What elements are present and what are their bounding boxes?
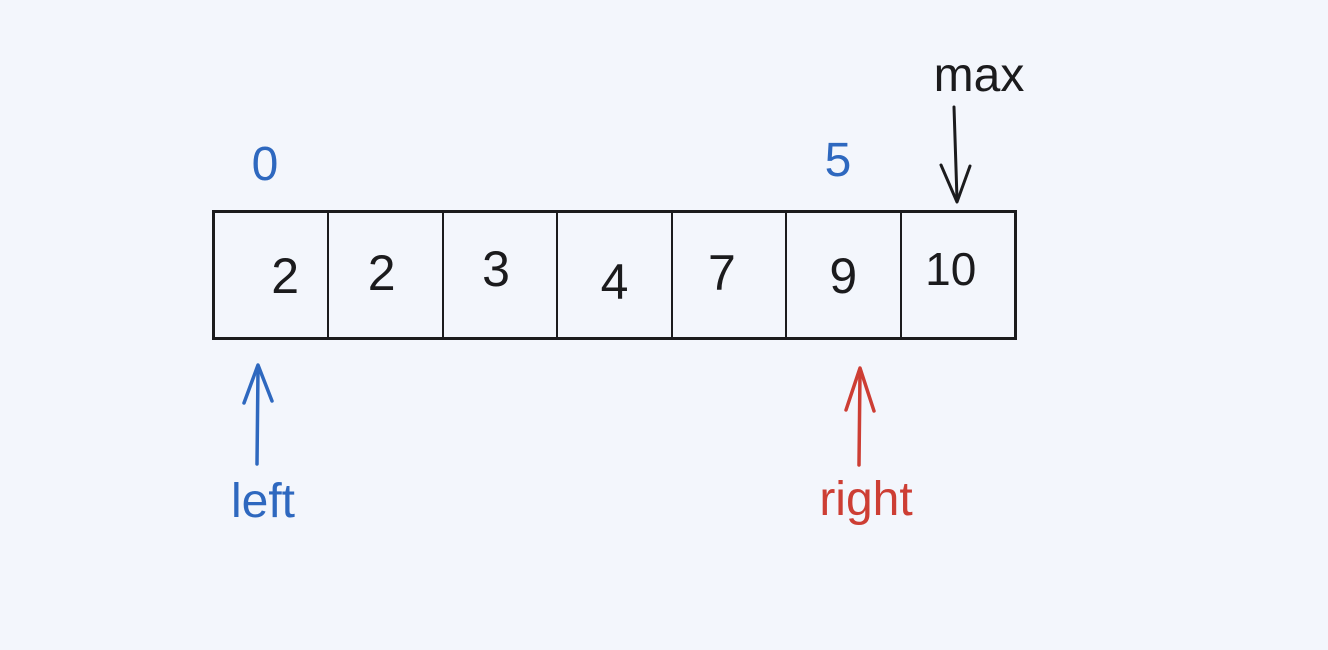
right-pointer-arrow-up-icon	[844, 366, 876, 467]
right-index-label: 5	[824, 134, 852, 187]
array-box: 2 2 3 4 7 9 10	[212, 210, 1017, 340]
array-cell-0: 2	[215, 213, 330, 337]
array-cell-value: 3	[482, 241, 510, 297]
left-pointer-label: left	[230, 475, 296, 528]
array-cell-value: 2	[271, 248, 300, 304]
array-cell-5: 9	[787, 213, 902, 337]
max-label: max	[933, 49, 1025, 102]
array-cell-value: 9	[829, 248, 858, 304]
array-cell-value: 4	[600, 254, 629, 310]
array-cell-4: 7	[673, 213, 788, 337]
array-cell-2: 3	[444, 213, 559, 337]
array-cell-value: 2	[367, 245, 396, 301]
array-cell-value: 7	[707, 245, 736, 301]
array-cell-3: 4	[558, 213, 673, 337]
max-arrow-down-icon	[939, 105, 972, 204]
array-cell-1: 2	[329, 213, 444, 337]
left-index-label: 0	[251, 138, 279, 191]
array-cell-value: 10	[925, 243, 977, 295]
right-pointer-label: right	[819, 473, 913, 526]
left-pointer-arrow-up-icon	[242, 363, 274, 466]
array-cell-6: 10	[902, 213, 1014, 337]
